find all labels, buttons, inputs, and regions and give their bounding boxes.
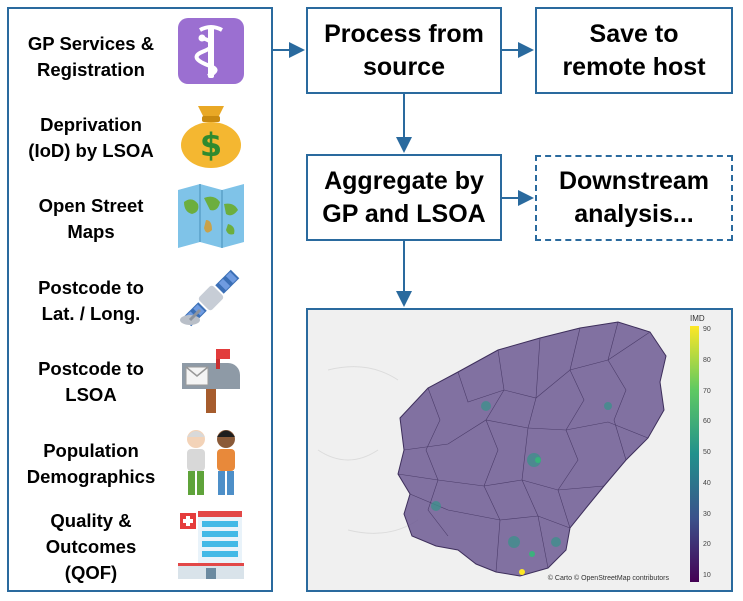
source-label-postcode-lsoa: Postcode to LSOA xyxy=(38,358,144,405)
source-label-osm: Open Street Maps xyxy=(38,195,144,242)
people-icon xyxy=(187,430,235,495)
process-from-source-node: Process from source xyxy=(306,7,502,94)
colorbar-tick-label: 30 xyxy=(703,510,711,518)
colorbar-ticks: 90 80 70 60 50 40 30 20 10 xyxy=(703,326,727,582)
map-attribution: © Carto © OpenStreetMap contributors xyxy=(547,575,669,582)
aggregate-by-gp-lsoa-node: Aggregate by GP and LSOA xyxy=(306,154,502,241)
world-map-icon xyxy=(178,184,244,248)
imd-colorbar xyxy=(690,326,699,582)
hospital-icon xyxy=(178,511,244,579)
money-bag-icon: $ xyxy=(181,106,241,168)
source-label-deprivation: Deprivation (IoD) by LSOA xyxy=(28,114,154,161)
colorbar-tick-label: 50 xyxy=(703,449,711,456)
source-label-population: Population Demographics xyxy=(26,440,156,487)
colorbar-tick-label: 70 xyxy=(703,387,711,395)
mailbox-icon xyxy=(182,349,240,413)
colorbar-tick-label: 90 xyxy=(703,326,711,333)
medical-symbol-icon xyxy=(178,18,244,84)
colorbar-tick-label: 80 xyxy=(703,356,711,364)
satellite-icon xyxy=(180,269,240,327)
source-label-postcode-latlong: Postcode to Lat. / Long. xyxy=(38,277,144,324)
imd-map-panel: IMD 90 80 70 60 50 40 30 20 10 © Carto © OpenStr… xyxy=(306,308,733,592)
lsoa-choropleth-map xyxy=(308,310,731,590)
source-label-qof: Quality & Outcomes (QOF) xyxy=(45,510,137,583)
svg-text:$: $ xyxy=(200,126,222,164)
colorbar-tick-label: 20 xyxy=(703,541,711,549)
colorbar-tick-label: 10 xyxy=(703,572,711,579)
colorbar-tick-label: 40 xyxy=(703,479,711,487)
colorbar-title: IMD xyxy=(690,314,705,323)
colorbar-tick-label: 60 xyxy=(703,418,711,426)
save-to-remote-host-node: Save to remote host xyxy=(535,7,733,94)
downstream-analysis-node: Downstream analysis... xyxy=(535,155,733,241)
source-label-gp: GP Services & Registration xyxy=(27,33,155,80)
